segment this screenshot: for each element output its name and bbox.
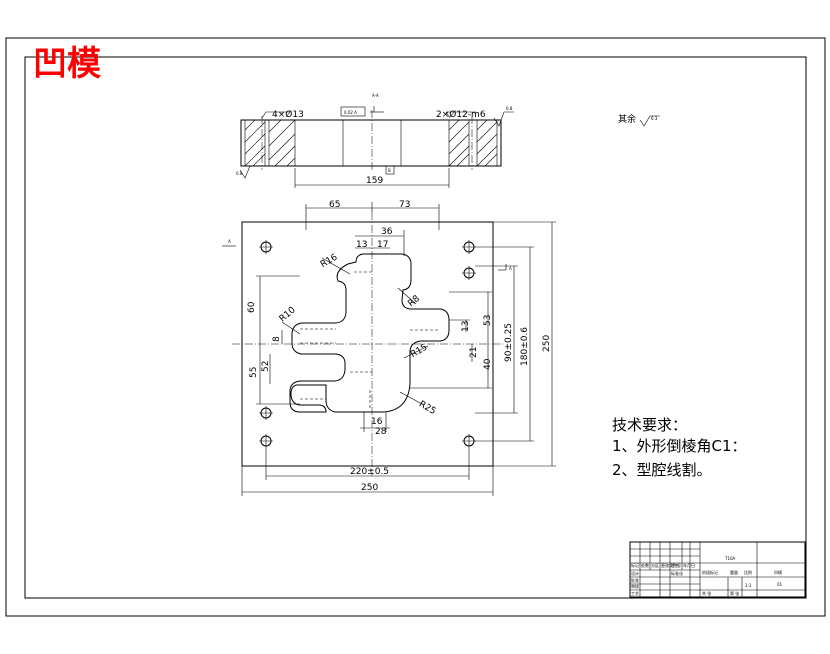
dim-40: 40 <box>483 358 493 370</box>
datum-box <box>385 165 395 175</box>
title-block-label: 标记 <box>631 562 639 568</box>
title-block-sheet: 01 <box>777 582 783 587</box>
dim-250-vertical: 250 <box>542 335 552 352</box>
title-block-labels: 标记处数分区更改文件号签名年月日设计 标准化审核工艺 批准 阶段标记 重量比例共 张 第 … <box>631 562 752 596</box>
plan-view: 65 73 36 13 17 R16 R8 R10 R15 R25 <box>222 200 556 496</box>
tech-requirements: 技术要求： 1、外形倒棱角C1： 2、型腔线割。 <box>612 416 747 479</box>
title-block-label: 比例 <box>744 569 752 575</box>
title-block-label: 重量 <box>730 569 738 575</box>
dim-21: 21 <box>469 347 479 358</box>
roughness-left: 0.8 <box>236 171 243 176</box>
tech-item-1: 1、外形倒棱角C1： <box>612 437 747 455</box>
title-block-label: 工艺 <box>631 591 639 596</box>
dim-36: 36 <box>381 227 393 237</box>
title-block-label: 第 张 <box>730 590 739 596</box>
dim-220: 220±0.5 <box>350 467 389 477</box>
dim-r25: R25 <box>417 399 437 417</box>
dim-55: 55 <box>249 367 259 378</box>
roughness-note-value: 6.3 <box>651 116 658 121</box>
title-block-label: 审核 <box>631 583 639 589</box>
title-block-label: 共 张 <box>702 590 711 596</box>
dim-180: 180±0.6 <box>520 327 530 366</box>
dim-65: 65 <box>329 200 340 210</box>
dim-r8: R8 <box>406 294 422 310</box>
roughness-right: 0.8 <box>506 106 513 111</box>
dim-159: 159 <box>366 176 383 186</box>
section-label: A-A <box>372 93 379 98</box>
dim-16: 16 <box>371 417 383 427</box>
tech-item-2: 2、型腔线割。 <box>612 461 712 479</box>
dim-60: 60 <box>247 301 257 313</box>
title-block-label: 标准化 <box>671 570 683 576</box>
dim-90: 90±0.25 <box>504 323 514 362</box>
tech-heading: 技术要求： <box>612 416 687 434</box>
dim-17: 17 <box>377 240 388 250</box>
flatness-text: 0.02 A <box>344 110 357 115</box>
title-stamp: 凹模 <box>33 44 101 84</box>
label-2x-pin-holes: 2×Ø12-m6 <box>436 109 486 120</box>
roughness-note: 其余 <box>618 113 636 125</box>
dim-52: 52 <box>261 361 271 372</box>
dim-r10: R10 <box>278 305 298 324</box>
flatness-frame <box>340 106 366 117</box>
title-block-material: T10A <box>724 556 736 561</box>
dim-250-horizontal: 250 <box>361 483 378 493</box>
title-block-label: 更改文件号 <box>661 562 681 568</box>
title-block-label: 签名 <box>671 562 679 568</box>
datum-b: B <box>388 168 391 173</box>
title-block-frame <box>629 541 806 598</box>
die-cavity <box>289 253 450 413</box>
dim-r16: R16 <box>319 252 340 270</box>
title-block-label: 分区 <box>651 562 659 568</box>
title-block: T10A 凹模 01 1:1 标记处数分区更改文件号签名年月日设计 标准化审核工艺… <box>629 541 806 598</box>
label-4x-holes: 4×Ø13 <box>272 109 304 120</box>
hatched-hole-left-2 <box>268 119 296 167</box>
outer-frame <box>5 37 826 617</box>
side-view: 159 4×Ø13 2×Ø12-m6 0.02 A A-A B 0.8 0.8 <box>236 93 514 188</box>
dim-53: 53 <box>483 315 493 326</box>
title-block-label: 阶段标记 <box>702 569 718 575</box>
title-block-label: 年月日 <box>683 562 695 568</box>
dim-8: 8 <box>272 336 282 342</box>
dim-13: 13 <box>356 240 367 250</box>
title-block-part-name: 凹模 <box>774 569 782 575</box>
side-view-outline <box>240 119 502 167</box>
section-mark-left: A <box>228 239 231 244</box>
title-block-label: 设计 <box>631 570 639 576</box>
inner-frame <box>24 56 807 599</box>
title-block-scale: 1:1 <box>745 583 752 588</box>
section-mark-right: A <box>509 266 512 271</box>
title-block-label: 处数 <box>641 562 649 568</box>
dim-73: 73 <box>399 200 410 210</box>
dim-13b: 13 <box>461 321 471 332</box>
title-block-label: 批准 <box>631 577 639 583</box>
dim-28: 28 <box>375 427 387 437</box>
